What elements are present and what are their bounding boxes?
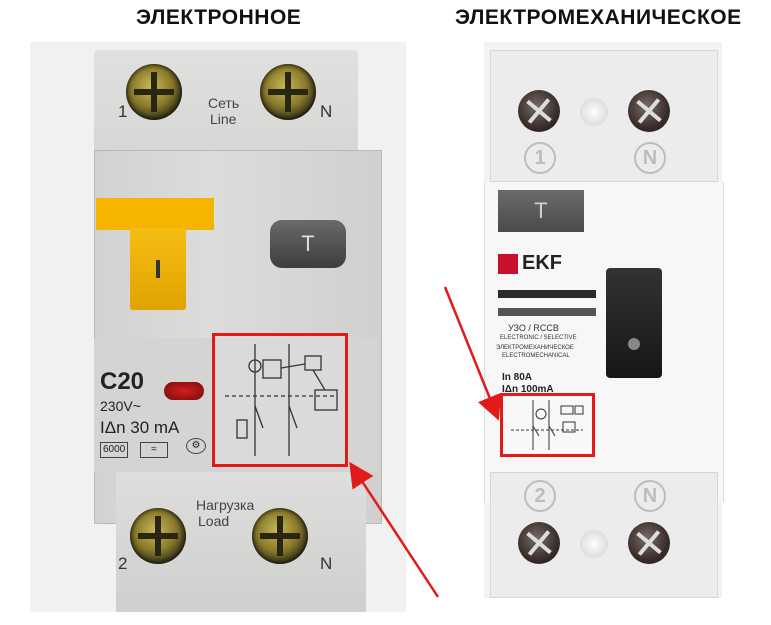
heading-electromechanical: ЭЛЕКТРОМЕХАНИЧЕСКОЕ <box>455 6 742 29</box>
line-label-en: Line <box>210 111 237 127</box>
indicator-pin-bottom <box>580 530 608 558</box>
line-label-ru: Сеть <box>208 95 240 111</box>
electronic-rcbo-photo: 1 N Сеть Line T C20 230V~ IΔn 30 mA 6000… <box>30 42 406 612</box>
voltage-label: 230V~ <box>100 398 141 414</box>
heading-electronic: ЭЛЕКТРОННОЕ <box>136 6 302 29</box>
terminal-screw-n <box>628 90 670 132</box>
rating-label: C20 <box>100 368 145 395</box>
terminal-screw-2 <box>130 508 186 564</box>
residual-current-label: IΔn 100mA <box>502 384 554 395</box>
electromechanical-rccb-photo: 1 N T EKF УЗО / RCCB ELECTRONIC / SELECT… <box>484 42 724 598</box>
terminal-number-n-bottom: N <box>634 480 666 512</box>
rating-panel <box>94 338 378 472</box>
brand-label: EKF <box>522 252 562 274</box>
test-button: T <box>498 190 584 232</box>
model-sub-label: ELECTRONIC / SELECTIVE <box>500 335 577 341</box>
gear-symbol-icon: ⚙ <box>186 438 206 454</box>
lever-mark <box>628 338 640 350</box>
ekf-logo-icon <box>498 254 518 274</box>
rated-current-label: In 80A <box>502 372 533 383</box>
yellow-band <box>96 198 214 230</box>
terminal-screw-1 <box>518 90 560 132</box>
label-stripe-2 <box>498 308 596 316</box>
arrow-to-electronic-schematic <box>349 461 440 598</box>
toggle-lever <box>130 228 186 310</box>
load-label-ru: Нагрузка <box>196 497 255 513</box>
arrow-to-electromechanical-schematic <box>443 286 502 421</box>
device-body <box>484 182 724 502</box>
label-stripe <box>498 290 596 298</box>
lever-mark <box>156 260 160 278</box>
test-button: T <box>270 220 346 268</box>
type-label-ru: ЭЛЕКТРОМЕХАНИЧЕСКОЕ <box>496 345 574 351</box>
terminal-screw-1 <box>126 64 182 120</box>
toggle-lever <box>606 268 662 378</box>
terminal-screw-n <box>260 64 316 120</box>
terminal-label-1: 1 <box>118 102 128 121</box>
terminal-number-n: N <box>634 142 666 174</box>
wiring-diagram-electronic <box>225 344 338 456</box>
wiring-diagram-electromechanical <box>511 400 584 450</box>
terminal-screw-n-bottom <box>628 522 670 564</box>
load-label-en: Load <box>198 513 230 529</box>
terminal-number-1: 1 <box>524 142 556 174</box>
breaking-capacity-badge: 6000 <box>100 442 129 458</box>
wave-symbol-icon: ≈ <box>140 442 168 458</box>
terminal-screw-2 <box>518 522 560 564</box>
indicator-led <box>164 382 204 400</box>
residual-current-label: IΔn 30 mA <box>100 418 180 437</box>
terminal-label-n-bottom: N <box>320 554 333 573</box>
terminal-label-n: N <box>320 102 333 121</box>
terminal-label-2: 2 <box>118 554 128 573</box>
schematic-highlight-electronic <box>212 333 348 467</box>
model-label: УЗО / RCCB <box>508 323 559 333</box>
type-label-en: ELECTROMECHANICAL <box>502 353 570 359</box>
schematic-highlight-electromechanical <box>500 393 595 457</box>
terminal-number-2: 2 <box>524 480 556 512</box>
terminal-screw-n-bottom <box>252 508 308 564</box>
indicator-pin <box>580 98 608 126</box>
